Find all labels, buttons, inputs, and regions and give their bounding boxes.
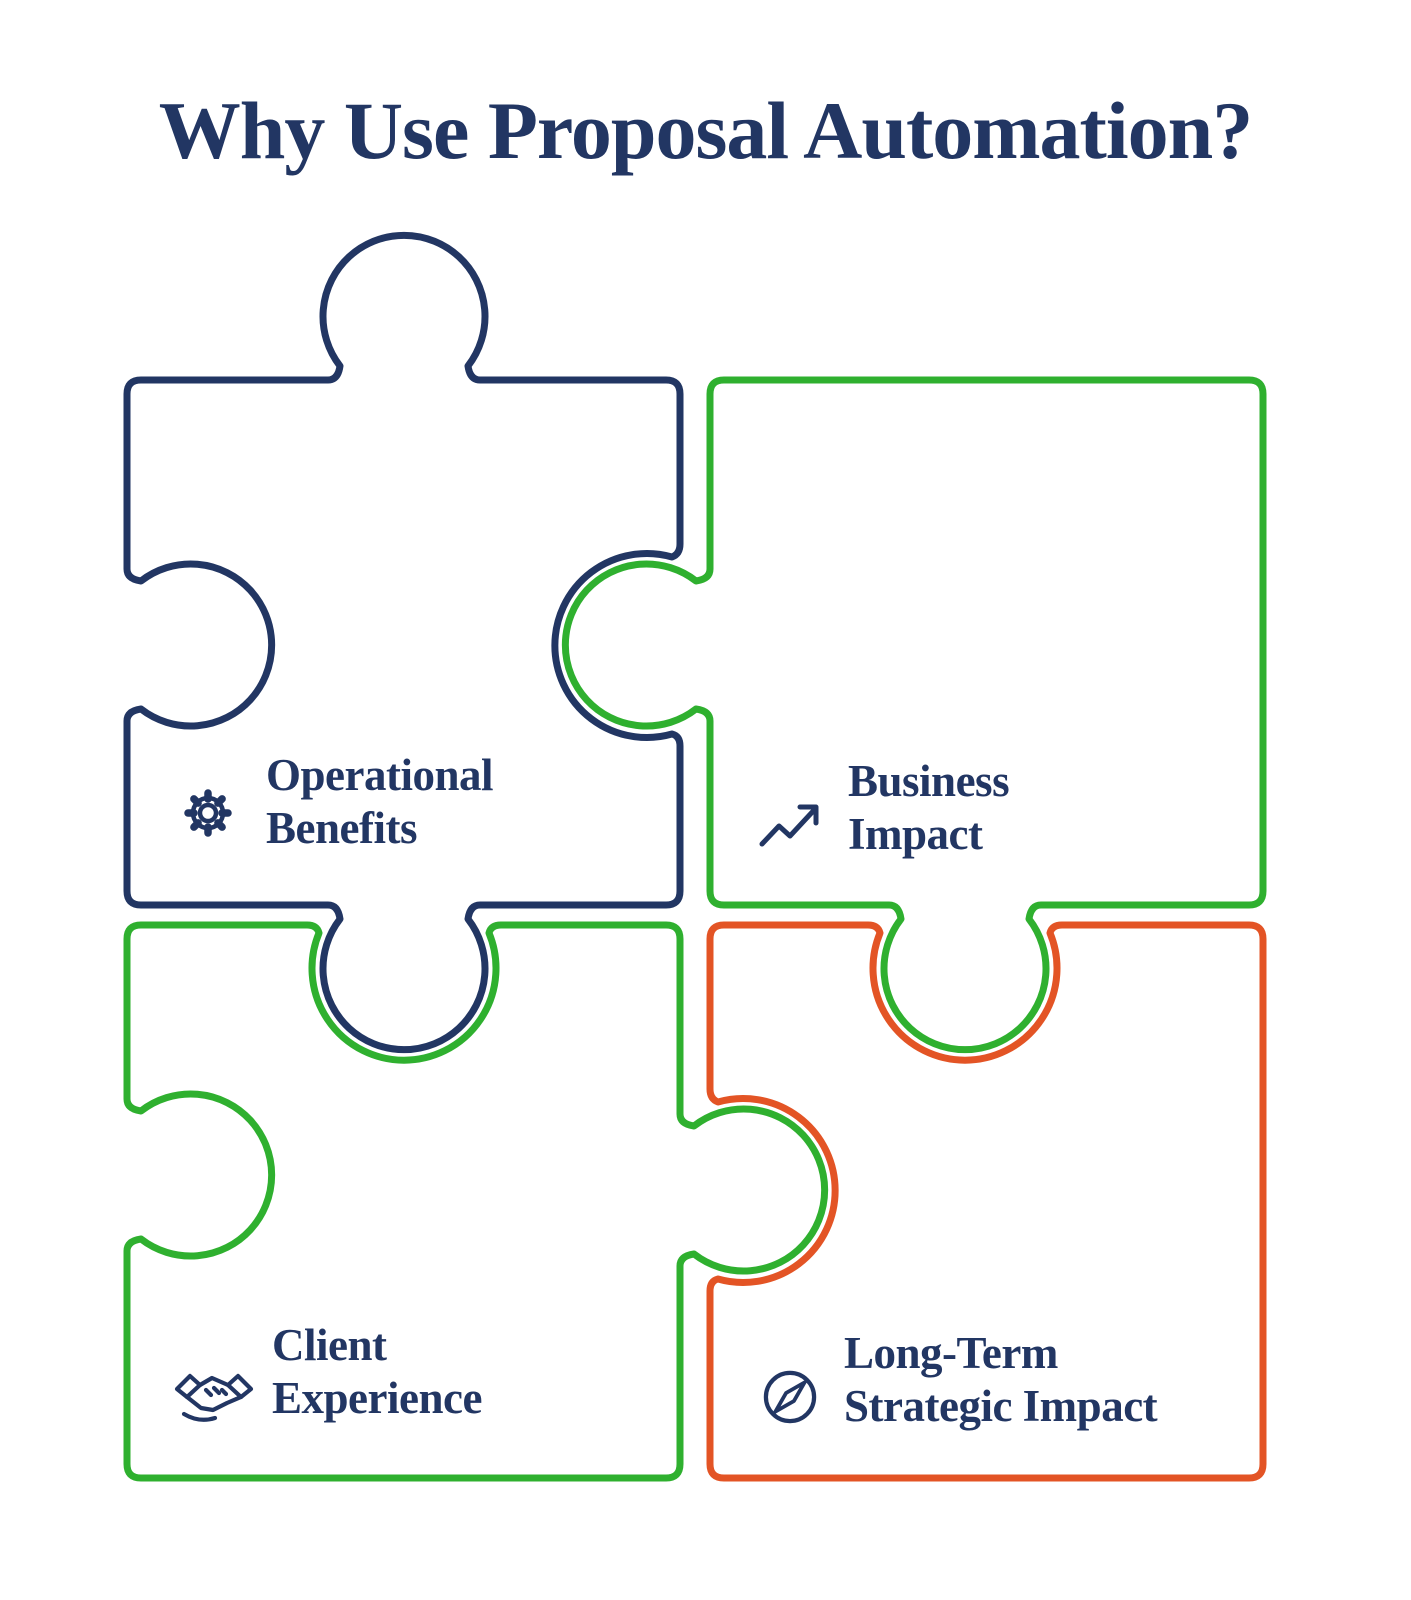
label-line: Long-Term [844, 1328, 1058, 1378]
label-client-experience: Client Experience [172, 1319, 482, 1427]
label-text-business-impact: Business Impact [848, 755, 1010, 861]
puzzle-piece-operational-benefits-outline [123, 231, 684, 1054]
label-business-impact: Business Impact [758, 755, 1010, 861]
compass-icon [756, 1363, 824, 1431]
puzzle-piece-long-term-strategic-impact-outline [706, 921, 1267, 1482]
label-line: Client [272, 1320, 387, 1370]
label-line: Strategic Impact [844, 1381, 1158, 1432]
puzzle-piece-client-experience-outline [123, 921, 829, 1482]
label-line: Operational [266, 750, 494, 800]
trend-up-arrow-icon [758, 797, 830, 849]
puzzle-piece-business-impact-outline [561, 376, 1267, 1054]
label-line: Benefits [266, 803, 417, 854]
label-line: Business [848, 756, 1010, 806]
label-line: Impact [848, 809, 983, 860]
label-line: Experience [272, 1373, 482, 1424]
label-text-long-term-strategic-impact: Long-Term Strategic Impact [844, 1327, 1158, 1433]
label-operational-benefits: Operational Benefits [176, 749, 494, 855]
page-title: Why Use Proposal Automation? [158, 85, 1254, 176]
label-text-client-experience: Client Experience [272, 1319, 482, 1425]
label-text-operational-benefits: Operational Benefits [266, 749, 494, 855]
handshake-icon [172, 1363, 256, 1427]
gear-icon [176, 781, 240, 845]
label-long-term-strategic-impact: Long-Term Strategic Impact [756, 1327, 1158, 1433]
